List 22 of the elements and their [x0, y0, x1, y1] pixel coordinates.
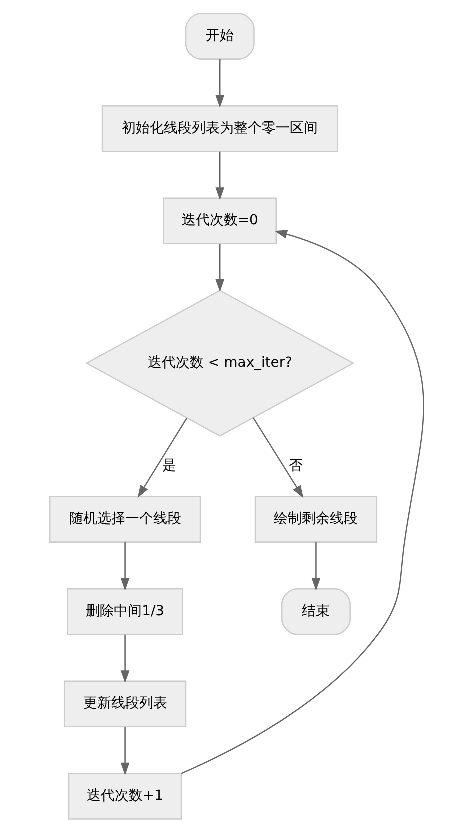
node-box: 初始化线段列表为整个零一区间	[102, 105, 338, 152]
node-box: 随机选择一个线段	[49, 496, 202, 543]
arrow	[312, 542, 321, 591]
arrow	[120, 634, 130, 684]
arrow	[120, 727, 130, 776]
node-box: 绘制剩余线段	[254, 496, 378, 543]
edge-label: 否	[288, 458, 303, 474]
arrow	[120, 542, 130, 591]
edge-label: 是	[162, 458, 177, 474]
node-box: 迭代次数+1	[68, 773, 182, 820]
node-diamond: 迭代次数 < max_iter?	[85, 290, 355, 437]
arrow	[138, 418, 188, 498]
node-box: 更新线段列表	[64, 680, 187, 728]
arrow	[216, 60, 225, 108]
node-box: 结束	[281, 588, 351, 636]
node-box: 开始	[185, 13, 255, 60]
arrow	[216, 152, 225, 200]
arrow	[216, 244, 225, 292]
node-box: 删除中间1/3	[67, 588, 184, 636]
arrow	[252, 418, 304, 498]
node-box: 迭代次数=0	[163, 198, 278, 245]
arrow	[181, 230, 424, 774]
